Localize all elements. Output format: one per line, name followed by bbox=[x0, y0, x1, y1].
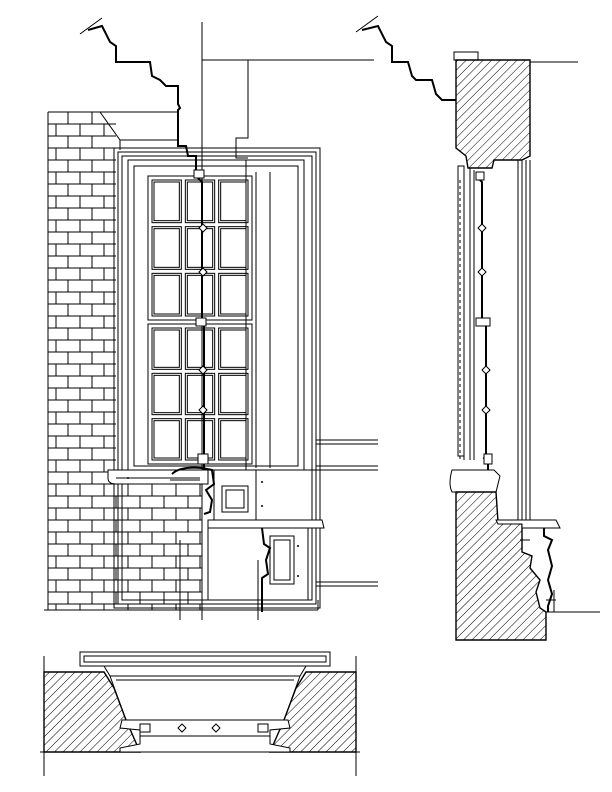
glass-pane bbox=[218, 226, 249, 270]
glass-pane bbox=[184, 372, 216, 416]
glass-pane bbox=[184, 272, 216, 317]
glass-pane bbox=[151, 372, 182, 416]
side-bead bbox=[481, 405, 491, 415]
pane-bead bbox=[220, 420, 247, 459]
muntin-bead bbox=[198, 267, 208, 277]
glass-pane bbox=[184, 226, 216, 270]
side-section bbox=[355, 15, 600, 641]
pane-bead bbox=[220, 181, 247, 222]
pane-bead bbox=[220, 228, 247, 268]
plan-section bbox=[40, 651, 360, 776]
front-elevation bbox=[44, 17, 378, 620]
head-stop bbox=[193, 169, 205, 179]
apron-panels bbox=[207, 469, 325, 612]
side-meeting-rail bbox=[475, 317, 491, 327]
bottom-rail bbox=[197, 453, 209, 465]
wall-lines bbox=[316, 439, 378, 587]
glass-pane bbox=[218, 418, 249, 461]
pane-bead bbox=[153, 181, 180, 222]
sash-frame bbox=[147, 323, 253, 465]
brick-wall bbox=[47, 111, 202, 610]
glass-pane bbox=[151, 272, 182, 317]
plan-stop-right bbox=[257, 723, 269, 733]
cornice-profile bbox=[79, 17, 374, 620]
pane-bead bbox=[153, 274, 180, 315]
pane-bead bbox=[220, 274, 247, 315]
meeting-rail bbox=[195, 317, 207, 327]
plan-beads bbox=[139, 723, 269, 733]
side-bead bbox=[481, 365, 491, 375]
window-casing bbox=[113, 147, 321, 609]
pane-bead bbox=[153, 228, 180, 268]
glass-pane bbox=[218, 372, 249, 416]
window-sill bbox=[107, 466, 216, 515]
pane-bead bbox=[186, 228, 214, 268]
pane-bead bbox=[153, 420, 180, 459]
glass-pane bbox=[151, 226, 182, 270]
pane-bead bbox=[220, 329, 247, 368]
side-bead bbox=[477, 267, 487, 277]
side-bead bbox=[477, 223, 487, 233]
ground-line bbox=[44, 540, 319, 620]
pane-bead bbox=[153, 374, 180, 414]
glass-pane bbox=[184, 327, 216, 370]
muntin-bead bbox=[198, 405, 208, 415]
glass-pane bbox=[218, 327, 249, 370]
muntin-beads bbox=[198, 223, 208, 415]
pane-bead bbox=[186, 274, 214, 315]
pane-bead bbox=[186, 181, 214, 222]
side-bottom-rail bbox=[483, 453, 493, 465]
pane-bead bbox=[186, 374, 214, 414]
muntin-bead bbox=[198, 223, 208, 233]
plan-stop-left bbox=[139, 723, 151, 733]
pane-bead bbox=[186, 420, 214, 459]
glass-pane bbox=[151, 327, 182, 370]
muntin-bead bbox=[198, 365, 208, 375]
glass-pane bbox=[218, 272, 249, 317]
side-head bbox=[475, 171, 485, 181]
plan-bead bbox=[211, 723, 221, 733]
glass-pane bbox=[218, 179, 249, 224]
glass-pane bbox=[184, 179, 216, 224]
side-sash bbox=[459, 171, 493, 470]
pane-bead bbox=[186, 329, 214, 368]
window-sashes bbox=[147, 169, 253, 470]
glass-pane bbox=[151, 179, 182, 224]
sash-frame bbox=[147, 175, 253, 321]
pane-bead bbox=[220, 374, 247, 414]
glass-pane bbox=[151, 418, 182, 461]
pane-bead bbox=[153, 329, 180, 368]
plan-bead bbox=[177, 723, 187, 733]
